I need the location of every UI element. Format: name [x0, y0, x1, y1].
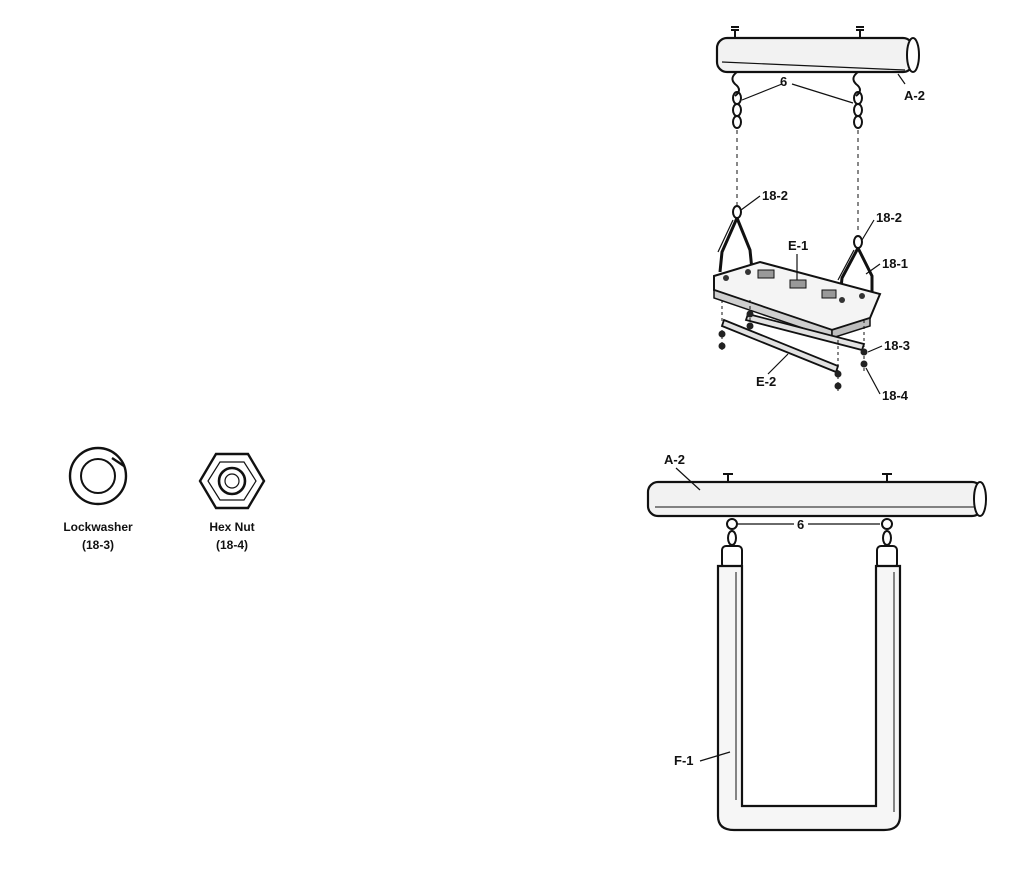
caption-lockwasher-name: Lockwasher [63, 520, 133, 534]
label-bottom-beam: A-2 [664, 452, 685, 467]
label-lockwasher-ref: 18-3 [884, 338, 910, 353]
label-clevis-left: 18-2 [762, 188, 788, 203]
label-top-beam: A-2 [904, 88, 925, 103]
label-seat: E-1 [788, 238, 808, 253]
label-nut-ref: 18-4 [882, 388, 909, 403]
label-strap-seat: F-1 [674, 753, 694, 768]
strap-chain-left [721, 518, 743, 569]
label-chain-top: 6 [780, 74, 787, 89]
hardware-detail: Lockwasher (18-3) Hex Nut (18-4) [63, 446, 266, 552]
strap-seat [716, 564, 902, 832]
caption-hexnut-name: Hex Nut [209, 520, 254, 534]
label-stiffener: E-2 [756, 374, 776, 389]
hardware-stack-mid [746, 300, 754, 330]
label-strap-chain: 6 [797, 517, 804, 532]
strap-chain-right [876, 518, 898, 569]
strap-seat-assembly: A-2 6 F-1 [646, 452, 987, 832]
label-clevis-right: 18-2 [876, 210, 902, 225]
label-hanger: 18-1 [882, 256, 908, 271]
top-beam [715, 26, 920, 74]
hardware-stack-right [834, 320, 868, 392]
chain-right [852, 71, 863, 232]
caption-lockwasher-part: (18-3) [82, 538, 114, 552]
lockwasher-icon [68, 446, 128, 506]
hardware-stack-left [718, 300, 726, 350]
hanger-left [717, 205, 754, 273]
chain-left [731, 71, 742, 205]
hex-nut-icon [198, 452, 266, 510]
caption-hexnut-part: (18-4) [216, 538, 248, 552]
bottom-beam [646, 473, 987, 518]
swing-seat-assembly: 6 A-2 18-2 18-2 18-1 [713, 26, 925, 403]
swing-seat-board [713, 260, 882, 340]
